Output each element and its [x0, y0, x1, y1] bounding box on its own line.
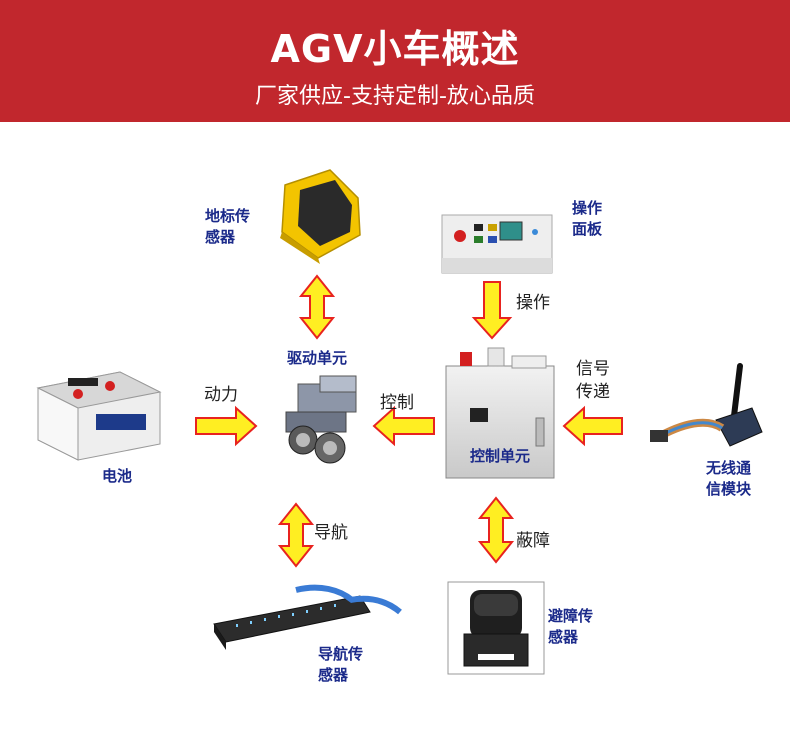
- nav-sensor-image: [213, 584, 402, 650]
- label-signal-line1: 信号: [576, 359, 610, 379]
- landmark-sensor-image: [280, 169, 361, 264]
- label-operation-panel-line2: 面板: [572, 220, 603, 238]
- battery-image: [36, 371, 162, 461]
- label-wireless-module-line1: 无线通: [706, 459, 752, 477]
- wireless-module-image: [650, 363, 763, 447]
- label-navigation: 导航: [314, 523, 348, 543]
- arrow-control: [372, 405, 435, 447]
- page-title: AGV小车概述: [270, 27, 520, 71]
- label-nav-sensor-line2: 感器: [318, 666, 349, 684]
- arrow-navigation: [277, 502, 315, 568]
- control-unit-image: [445, 347, 555, 479]
- arrow-power: [195, 405, 258, 447]
- drive-unit-image: [285, 375, 357, 464]
- obstacle-sensor-image: [447, 581, 545, 675]
- label-drive-unit: 驱动单元: [287, 349, 348, 367]
- arrow-obstacle: [477, 496, 515, 564]
- label-signal-line2: 传递: [576, 382, 610, 402]
- arrow-operate: [471, 281, 513, 340]
- label-landmark-sensor-line2: 感器: [205, 228, 236, 246]
- label-battery: 电池: [102, 467, 133, 485]
- label-obstacle-sensor-line2: 感器: [548, 628, 579, 646]
- label-nav-sensor-line1: 导航传: [318, 645, 364, 663]
- label-landmark-sensor: 地标传 感器: [205, 206, 250, 248]
- page-subtitle: 厂家供应-支持定制-放心品质: [255, 84, 535, 109]
- header-banner: AGV小车概述 厂家供应-支持定制-放心品质: [0, 0, 790, 122]
- label-wireless-module-line2: 信模块: [706, 480, 752, 498]
- label-wireless-module: 无线通 信模块: [706, 458, 751, 500]
- label-operation-panel-line1: 操作: [572, 199, 603, 217]
- arrow-signal: [562, 405, 623, 447]
- label-obstacle: 蔽障: [516, 531, 550, 551]
- label-control-unit: 控制单元: [470, 447, 531, 465]
- label-operate: 操作: [516, 293, 550, 313]
- label-operation-panel: 操作 面板: [572, 198, 602, 240]
- label-control: 控制: [380, 393, 414, 413]
- operation-panel-image: [441, 214, 553, 274]
- arrow-landmark: [298, 274, 336, 340]
- label-nav-sensor: 导航传 感器: [318, 644, 363, 686]
- label-landmark-sensor-line1: 地标传: [205, 207, 251, 225]
- label-power: 动力: [204, 385, 238, 405]
- label-obstacle-sensor: 避障传 感器: [548, 606, 593, 648]
- label-obstacle-sensor-line1: 避障传: [548, 607, 594, 625]
- label-signal: 信号 传递: [576, 358, 610, 404]
